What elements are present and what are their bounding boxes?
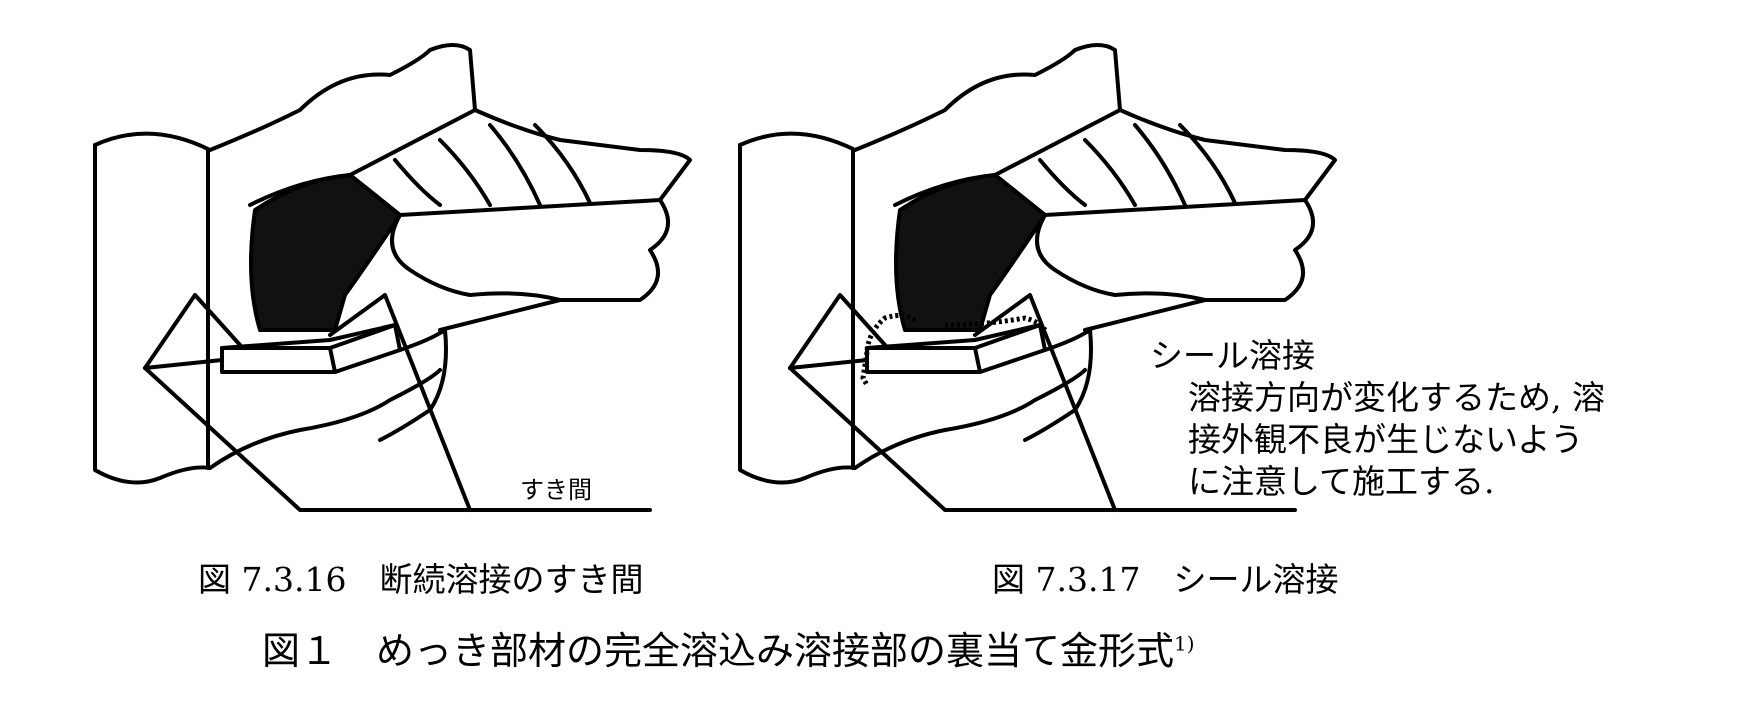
main-caption: 図１ めっき部材の完全溶込み溶接部の裏当て金形式1) bbox=[262, 620, 1195, 675]
figure-7-3-17-drawing bbox=[738, 43, 1337, 512]
figure-7-3-17-caption: 図 7.3.17 シール溶接 bbox=[992, 560, 1339, 599]
main-caption-text: 図１ めっき部材の完全溶込み溶接部の裏当て金形式 bbox=[262, 629, 1175, 673]
seal-weld-note-title: シール溶接 bbox=[1150, 336, 1315, 375]
seal-weld-bead bbox=[860, 312, 1048, 387]
seal-weld-note-line-2: 接外観不良が生じないよう bbox=[1188, 420, 1584, 459]
seal-weld-note-line-3: に注意して施工する. bbox=[1188, 462, 1495, 501]
seal-weld-note-line-1: 溶接方向が変化するため, 溶 bbox=[1188, 378, 1605, 417]
gap-label: すき間 bbox=[520, 476, 592, 504]
main-caption-reference: 1) bbox=[1174, 631, 1195, 656]
figure-7-3-16-caption: 図 7.3.16 断続溶接のすき間 bbox=[198, 560, 644, 599]
figure-7-3-16-drawing bbox=[93, 43, 692, 512]
